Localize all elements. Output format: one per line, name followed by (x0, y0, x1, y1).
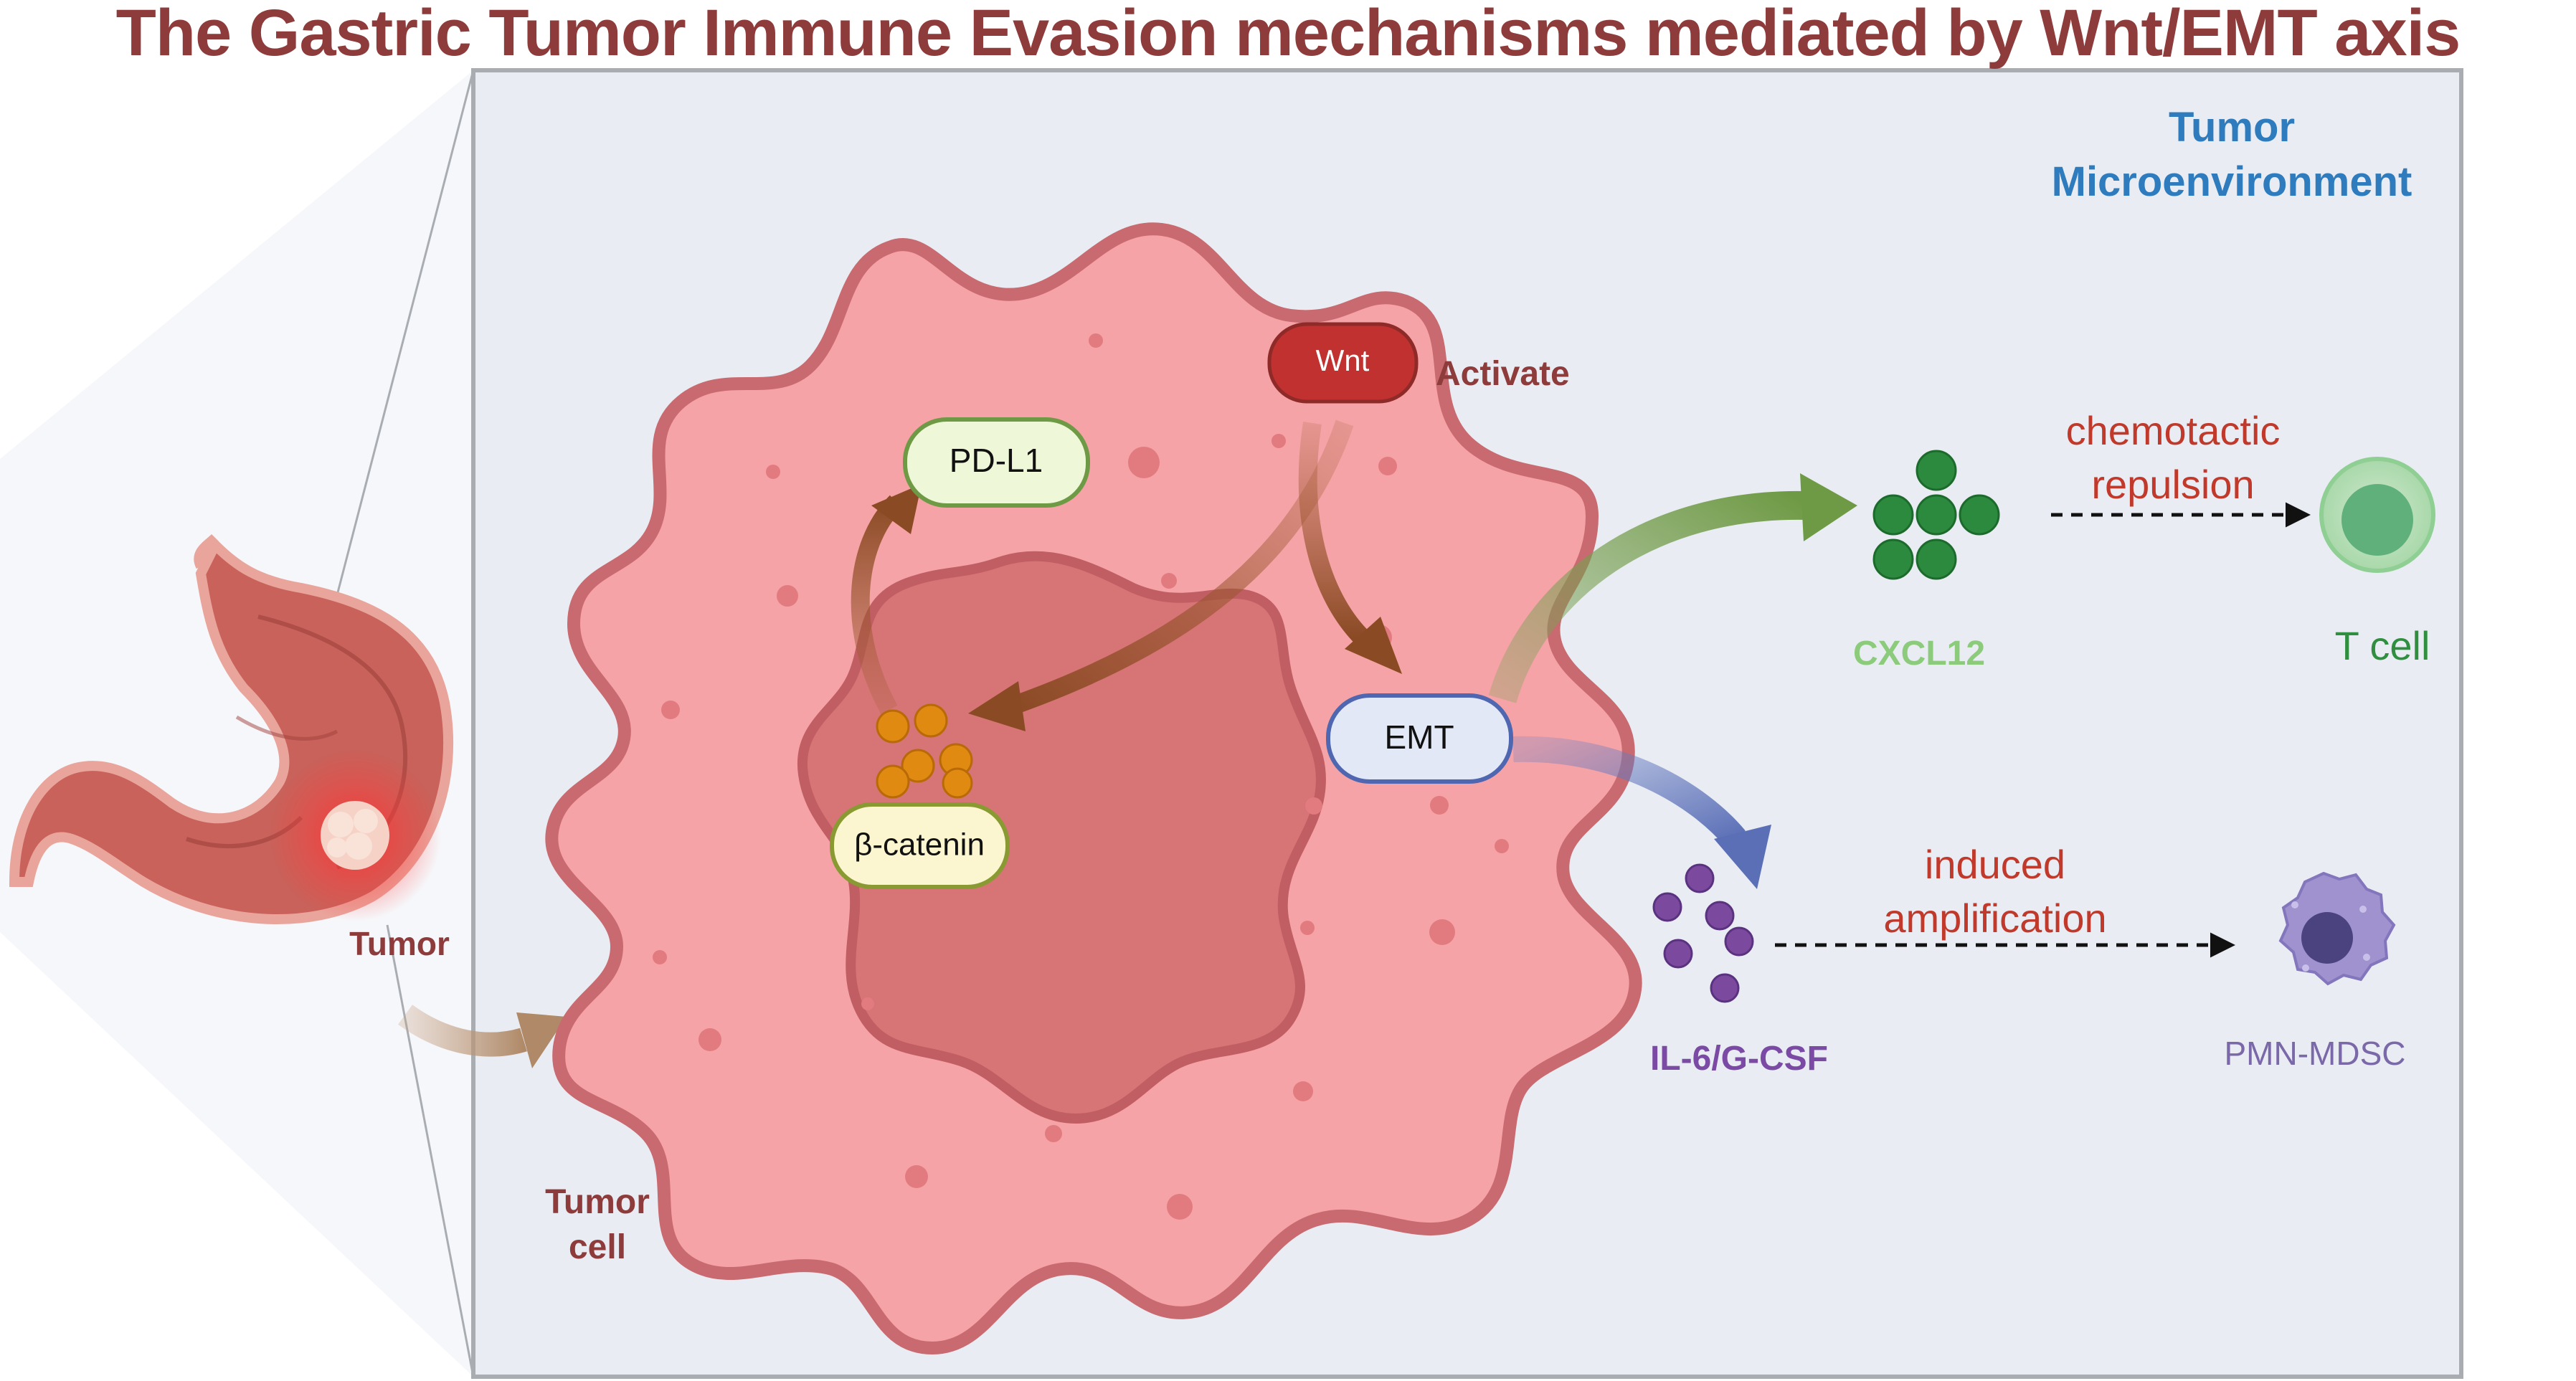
pdl1-label: PD-L1 (950, 442, 1043, 479)
t-cell-label: T cell (2335, 623, 2430, 668)
figure-title: The Gastric Tumor Immune Evasion mechani… (115, 0, 2461, 70)
wnt-node: Wnt (1267, 322, 1419, 404)
chemotactic-label: chemotactic (2066, 408, 2281, 453)
stomach-illustration (9, 533, 454, 924)
induced-label: induced (1925, 842, 2065, 887)
beta-catenin-label: β-catenin (854, 827, 985, 863)
wnt-label: Wnt (1316, 343, 1370, 377)
tme-label-line2: Microenvironment (2052, 158, 2412, 205)
wnt-to-beta-catenin-arrow (968, 419, 1354, 731)
wnt-to-emt-arrow (1298, 422, 1402, 674)
emt-to-cxcl12-arrow (1488, 473, 1857, 703)
il6-gcsf-molecules (1652, 863, 1754, 1003)
beta-catenin-node: β-catenin (830, 802, 1010, 889)
tumor-to-cell-arrow (398, 1005, 567, 1068)
tumor-label: Tumor (349, 925, 450, 962)
tumor-cell-label-line1: Tumor (545, 1183, 650, 1221)
cxcl12-molecules (1872, 450, 2000, 580)
beta-catenin-molecules (876, 703, 973, 799)
amplification-label: amplification (1883, 896, 2106, 941)
tumor-cell (545, 222, 1642, 1355)
tumor-cell-label-line2: cell (569, 1228, 626, 1266)
activate-label: Activate (1436, 355, 1570, 393)
il6-gcsf-label: IL-6/G-CSF (1650, 1040, 1828, 1078)
emt-node: EMT (1326, 693, 1513, 784)
emt-to-il6-arrow (1512, 736, 1771, 889)
repulsion-label: repulsion (2091, 462, 2254, 507)
pmn-mdsc-label: PMN-MDSC (2225, 1035, 2406, 1072)
pdl1-node: PD-L1 (903, 417, 1090, 508)
emt-label: EMT (1384, 718, 1454, 756)
t-cell (2319, 457, 2435, 573)
tumor-mass (321, 801, 389, 870)
beta-catenin-to-pdl1-arrow (851, 484, 922, 715)
cxcl12-label: CXCL12 (1853, 635, 1985, 673)
tme-label-line1: Tumor (2169, 104, 2295, 151)
pmn-mdsc-cell (2278, 871, 2396, 986)
